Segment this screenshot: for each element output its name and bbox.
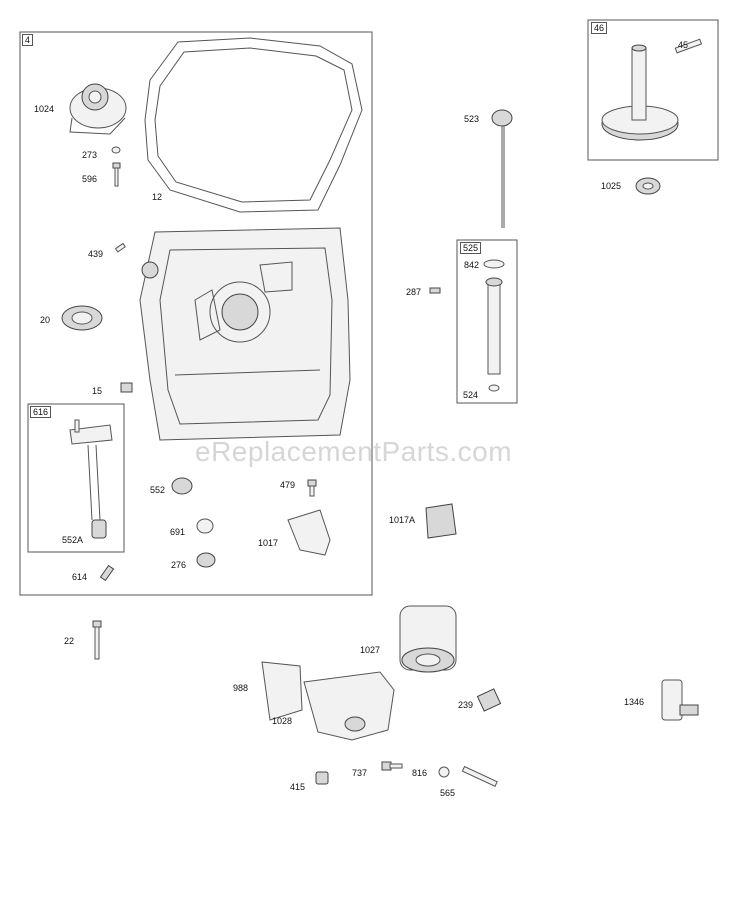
label-1346: 1346 — [624, 697, 645, 707]
part-22-bolt[interactable] — [92, 620, 102, 660]
group-frame-525 — [456, 239, 518, 404]
group-tag-4: 4 — [22, 34, 34, 46]
part-523-dipstick[interactable] — [491, 109, 513, 228]
part-1027-oil-filter[interactable] — [399, 605, 457, 673]
label-523: 523 — [464, 114, 480, 124]
part-552-nut[interactable] — [171, 477, 193, 495]
part-1017-bracket[interactable] — [287, 509, 331, 556]
label-988: 988 — [233, 683, 249, 693]
part-415-fitting[interactable] — [315, 771, 329, 785]
part-20-seal[interactable] — [61, 305, 103, 331]
watermark: eReplacementParts.com — [195, 436, 513, 467]
label-1028: 1028 — [272, 716, 293, 726]
part-565-stud[interactable] — [461, 765, 498, 787]
part-525-dipstick-tube[interactable] — [483, 259, 505, 392]
label-816: 816 — [412, 768, 428, 778]
part-737-bolt[interactable] — [381, 761, 403, 771]
part-596-bolt[interactable] — [112, 162, 121, 187]
label-45: 45 — [678, 40, 689, 50]
part-1025-seal[interactable] — [635, 177, 661, 195]
label-415: 415 — [290, 782, 306, 792]
label-15: 15 — [92, 386, 103, 396]
group-tag-525: 525 — [460, 242, 482, 254]
label-22: 22 — [64, 636, 75, 646]
label-20: 20 — [40, 315, 51, 325]
part-616-governor[interactable] — [69, 419, 113, 539]
part-614-bolt[interactable] — [99, 564, 115, 582]
part-1024-oil-pump[interactable] — [69, 83, 127, 135]
part-1028-adapter[interactable] — [303, 671, 395, 741]
label-239: 239 — [458, 700, 474, 710]
group-tag-616: 616 — [30, 406, 52, 418]
label-439: 439 — [88, 249, 104, 259]
group-frame-4 — [19, 31, 373, 596]
part-15-bushing[interactable] — [120, 382, 133, 393]
part-crankcase-cover[interactable] — [139, 227, 351, 441]
label-12: 12 — [152, 192, 163, 202]
part-273-washer[interactable] — [111, 146, 121, 154]
part-479-screw[interactable] — [307, 479, 317, 497]
part-1017A-block[interactable] — [425, 503, 457, 539]
label-737: 737 — [352, 768, 368, 778]
label-479: 479 — [280, 480, 296, 490]
label-1025: 1025 — [601, 181, 622, 191]
part-1346-fitting[interactable] — [661, 679, 699, 721]
label-1024: 1024 — [34, 104, 55, 114]
group-frame-46 — [587, 19, 719, 161]
label-596: 596 — [82, 174, 98, 184]
part-988-gasket[interactable] — [261, 661, 303, 721]
group-tag-46: 46 — [591, 22, 608, 34]
part-276-ring[interactable] — [196, 552, 216, 568]
part-46-camshaft[interactable] — [601, 44, 679, 141]
part-287-screw[interactable] — [429, 287, 441, 294]
part-239-sensor[interactable] — [476, 688, 502, 712]
label-273: 273 — [82, 150, 98, 160]
label-1017A: 1017A — [389, 515, 416, 525]
group-frame-616 — [27, 403, 125, 553]
part-45-screw[interactable] — [674, 38, 703, 54]
label-842: 842 — [464, 260, 480, 270]
label-552: 552 — [150, 485, 166, 495]
part-816-washer[interactable] — [438, 766, 450, 778]
label-276: 276 — [171, 560, 187, 570]
part-439-pin[interactable] — [114, 242, 126, 253]
part-691-washer[interactable] — [196, 518, 214, 534]
label-1017: 1017 — [258, 538, 279, 548]
label-287: 287 — [406, 287, 422, 297]
label-565: 565 — [440, 788, 456, 798]
label-552A: 552A — [62, 535, 84, 545]
label-691: 691 — [170, 527, 186, 537]
label-1027: 1027 — [360, 645, 381, 655]
label-524: 524 — [463, 390, 479, 400]
part-12-gasket[interactable] — [144, 37, 363, 213]
label-614: 614 — [72, 572, 88, 582]
